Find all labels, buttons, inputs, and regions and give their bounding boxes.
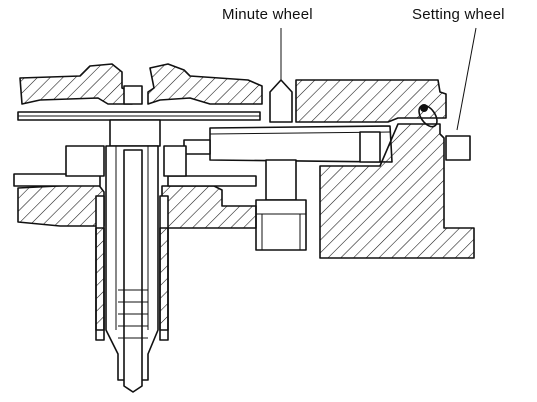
- minute-wheel-lower-pinion: [255, 199, 307, 251]
- leader-setting-wheel: [456, 27, 477, 131]
- main-plate-right: [319, 123, 475, 259]
- cannon-pinion-collar: [109, 119, 161, 147]
- top-bridge-center: [147, 63, 263, 105]
- hour-wheel-right: [167, 175, 257, 187]
- minute-wheel-pinion-tip: [269, 79, 293, 123]
- minute-wheel-stem: [265, 159, 297, 201]
- top-bridge-left: [19, 63, 133, 105]
- center-arbor: [123, 149, 143, 393]
- setting-wheel: [445, 135, 471, 161]
- tube-wall-hatch-left: [95, 227, 105, 331]
- hour-wheel-lip-right: [163, 145, 187, 177]
- dial-train-bridge-center: [161, 185, 257, 229]
- label-setting-wheel: Setting wheel: [412, 6, 505, 23]
- hub-top: [123, 85, 143, 105]
- label-minute-wheel: Minute wheel: [222, 6, 313, 23]
- hour-wheel-lip-left: [65, 145, 105, 177]
- minute-wheel-step: [183, 139, 211, 155]
- dial-train-bridge-left: [17, 183, 105, 227]
- setting-lever-block: [359, 131, 381, 163]
- top-bridge-right: [295, 79, 447, 123]
- setting-pin: [420, 104, 428, 112]
- tube-wall-hatch-right: [159, 227, 169, 331]
